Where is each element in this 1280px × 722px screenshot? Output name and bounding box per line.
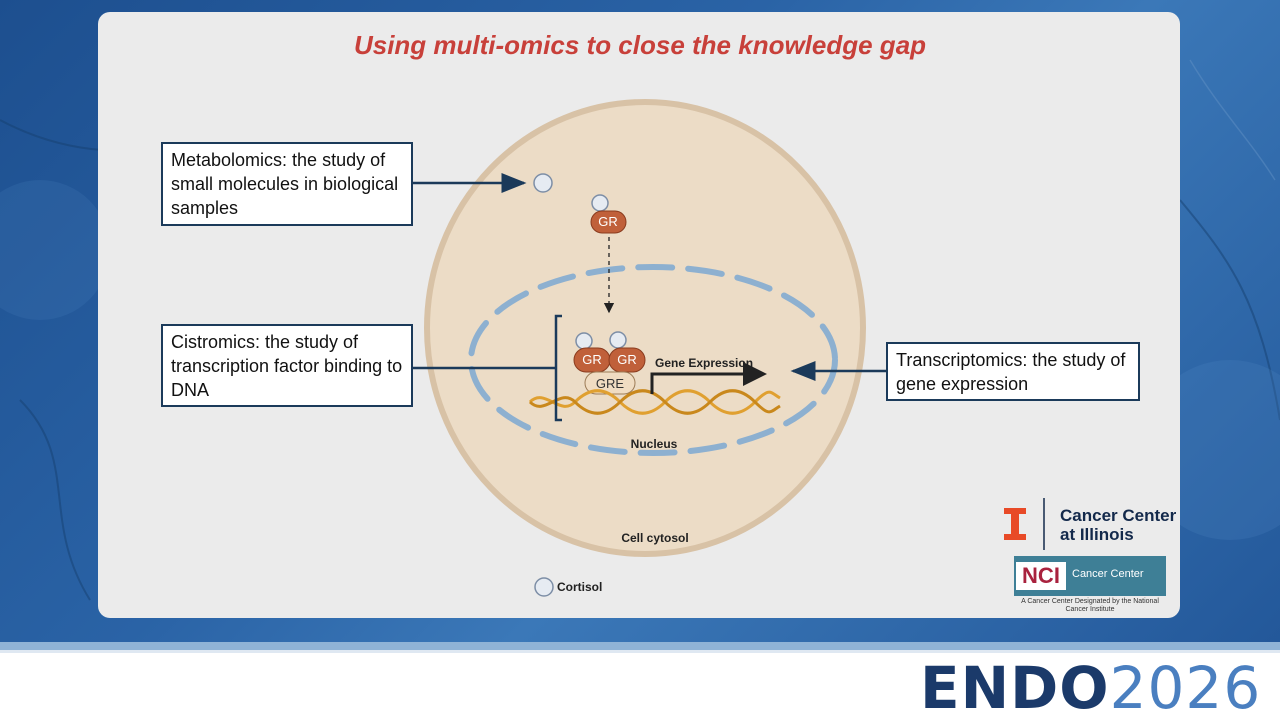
cortisol-bound [591, 194, 609, 212]
nci-designation: A Cancer Center Designated by the Nation… [1021, 598, 1159, 613]
metabolomics-box: Metabolomics: the study of small molecul… [161, 142, 413, 226]
cytosol-label: Cell cytosol [621, 531, 688, 545]
cell-membrane [424, 99, 866, 557]
gene-expression-label: Gene Expression [655, 356, 753, 370]
nucleus-membrane [468, 264, 838, 456]
gene-expression-arrow [650, 362, 767, 394]
nci-wordmark: NCI [1016, 562, 1066, 590]
nci-label: Cancer Center [1072, 568, 1144, 580]
endo-2026-logo: ENDO2026 [920, 654, 1261, 722]
cortisol-bound-1 [575, 332, 593, 350]
cortisol-molecule [533, 173, 553, 193]
gr-dimer-label-1: GR [582, 352, 602, 367]
dna-helix [528, 389, 781, 415]
cortisol-legend-label: Cortisol [557, 580, 602, 594]
footer-stripe-light [0, 650, 1280, 653]
nucleus-label: Nucleus [631, 437, 678, 451]
gr-protein [590, 210, 627, 234]
gr-label: GR [598, 214, 618, 229]
endo-year: 2026 [1109, 654, 1262, 722]
nci-logo: NCI Cancer Center [1014, 556, 1166, 596]
footer-stripe [0, 642, 1280, 650]
gr-dimer-label-2: GR [617, 352, 637, 367]
cortisol-bound-2 [609, 331, 627, 349]
slide-title: Using multi-omics to close the knowledge… [353, 30, 927, 60]
transcriptomics-box: Transcriptomics: the study of gene expre… [886, 342, 1140, 401]
cortisol-legend-icon [534, 577, 554, 597]
cistromics-box: Cistromics: the study of transcription f… [161, 324, 413, 407]
gre-label: GRE [596, 376, 625, 391]
cancer-center-illinois-logo: Cancer Center at Illinois [1060, 506, 1177, 544]
illinois-i-logo [1004, 508, 1026, 540]
endo-wordmark: ENDO [920, 654, 1110, 722]
